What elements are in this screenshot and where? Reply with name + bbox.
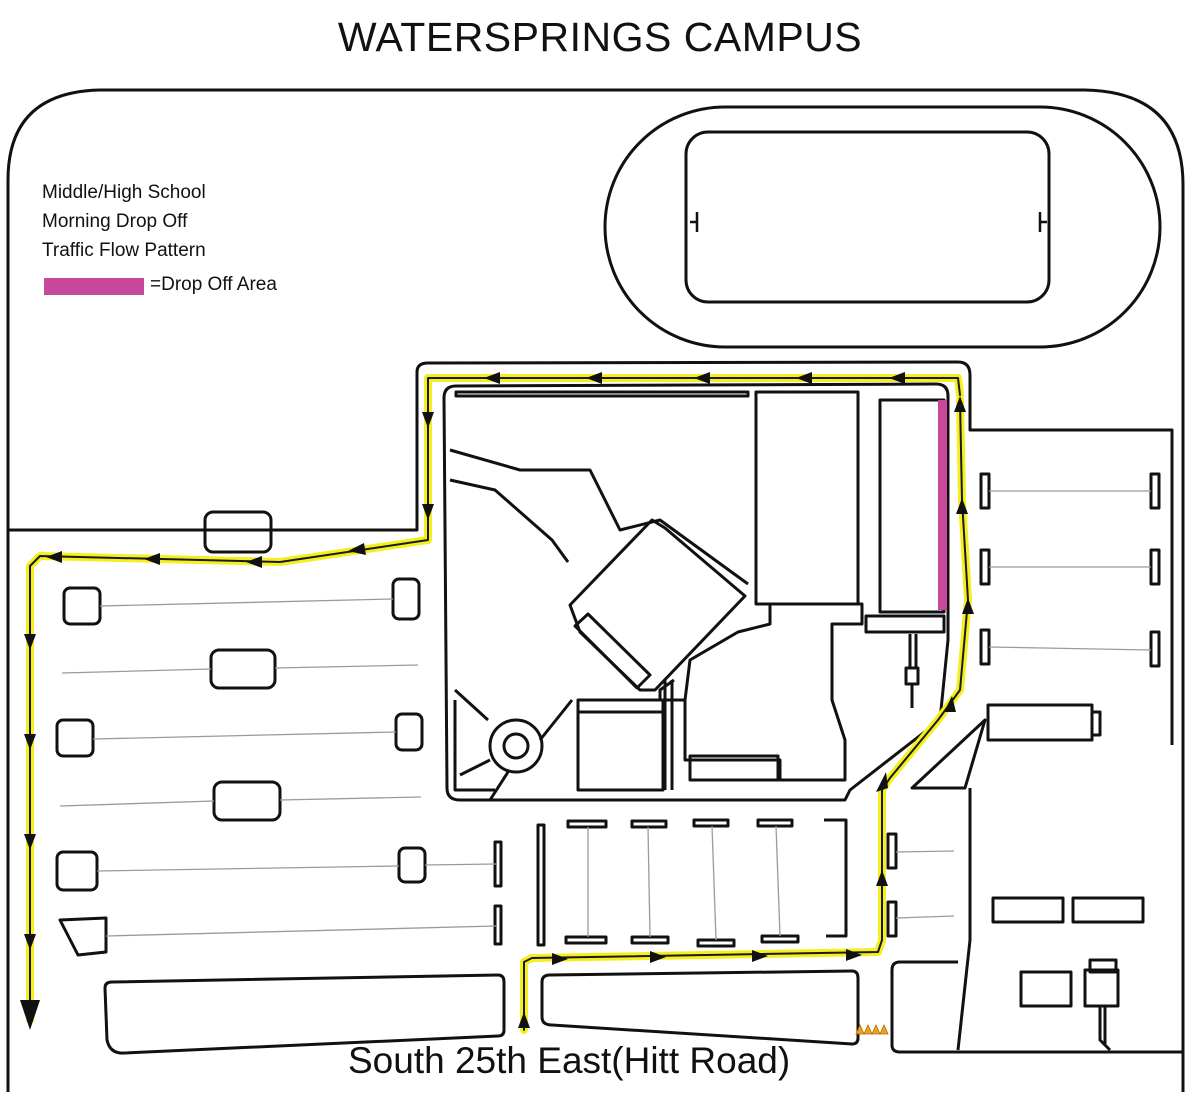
- arrow-icon: [876, 870, 888, 886]
- arrow-icon: [586, 372, 602, 384]
- drop-off-area: [938, 400, 947, 610]
- arrow-icon: [422, 504, 434, 520]
- drop-off-label: =Drop Off Area: [150, 274, 277, 295]
- school-block: [442, 382, 950, 802]
- arrow-icon: [954, 396, 966, 412]
- arrow-icon: [518, 1012, 530, 1028]
- map-title: WATERSPRINGS CAMPUS: [337, 14, 863, 60]
- arrow-icon: [752, 950, 768, 962]
- legend-text: Middle/High School Morning Drop Off Traf…: [42, 178, 206, 265]
- building-east: [878, 398, 946, 614]
- arrow-icon: [422, 412, 434, 428]
- legend-line: Middle/High School: [42, 182, 206, 203]
- campus-boundary: [6, 88, 1185, 1092]
- building-angled: [568, 518, 747, 692]
- arrow-icon: [24, 834, 36, 850]
- arrow-icon: [46, 551, 62, 563]
- arrow-icon: [956, 498, 968, 514]
- arrow-icon: [348, 543, 366, 555]
- arrow-icon: [484, 372, 500, 384]
- arrow-icon: [650, 951, 666, 963]
- legend-line: Morning Drop Off: [42, 211, 188, 232]
- arrow-icon: [846, 949, 862, 961]
- roundabout: [488, 718, 544, 774]
- arrow-icon: [694, 372, 710, 384]
- south-curb-east: [540, 969, 860, 1046]
- building-gym: [754, 390, 860, 606]
- arrow-icon: [144, 553, 160, 565]
- south-curb-west: [103, 973, 506, 1055]
- west-road-edge: [8, 360, 1174, 745]
- arrow-icon: [24, 634, 36, 650]
- arrow-icon: [552, 953, 568, 965]
- arrow-icon: [889, 372, 905, 384]
- running-track-outer: [603, 105, 1162, 349]
- traffic-cone-icon: [855, 1024, 889, 1035]
- arrow-icon: [796, 372, 812, 384]
- arrow-icon: [20, 1000, 40, 1030]
- legend-line: Traffic Flow Pattern: [42, 240, 206, 261]
- arrow-icon: [24, 934, 36, 950]
- track-field: [684, 130, 1051, 304]
- arrow-icon: [944, 696, 956, 712]
- arrow-icon: [962, 598, 974, 614]
- arrow-icon: [24, 734, 36, 750]
- arrow-icon: [246, 556, 262, 568]
- drop-off-swatch: [44, 278, 144, 295]
- road-label: South 25th East(Hitt Road): [348, 1040, 791, 1081]
- arrow-icon: [876, 772, 888, 792]
